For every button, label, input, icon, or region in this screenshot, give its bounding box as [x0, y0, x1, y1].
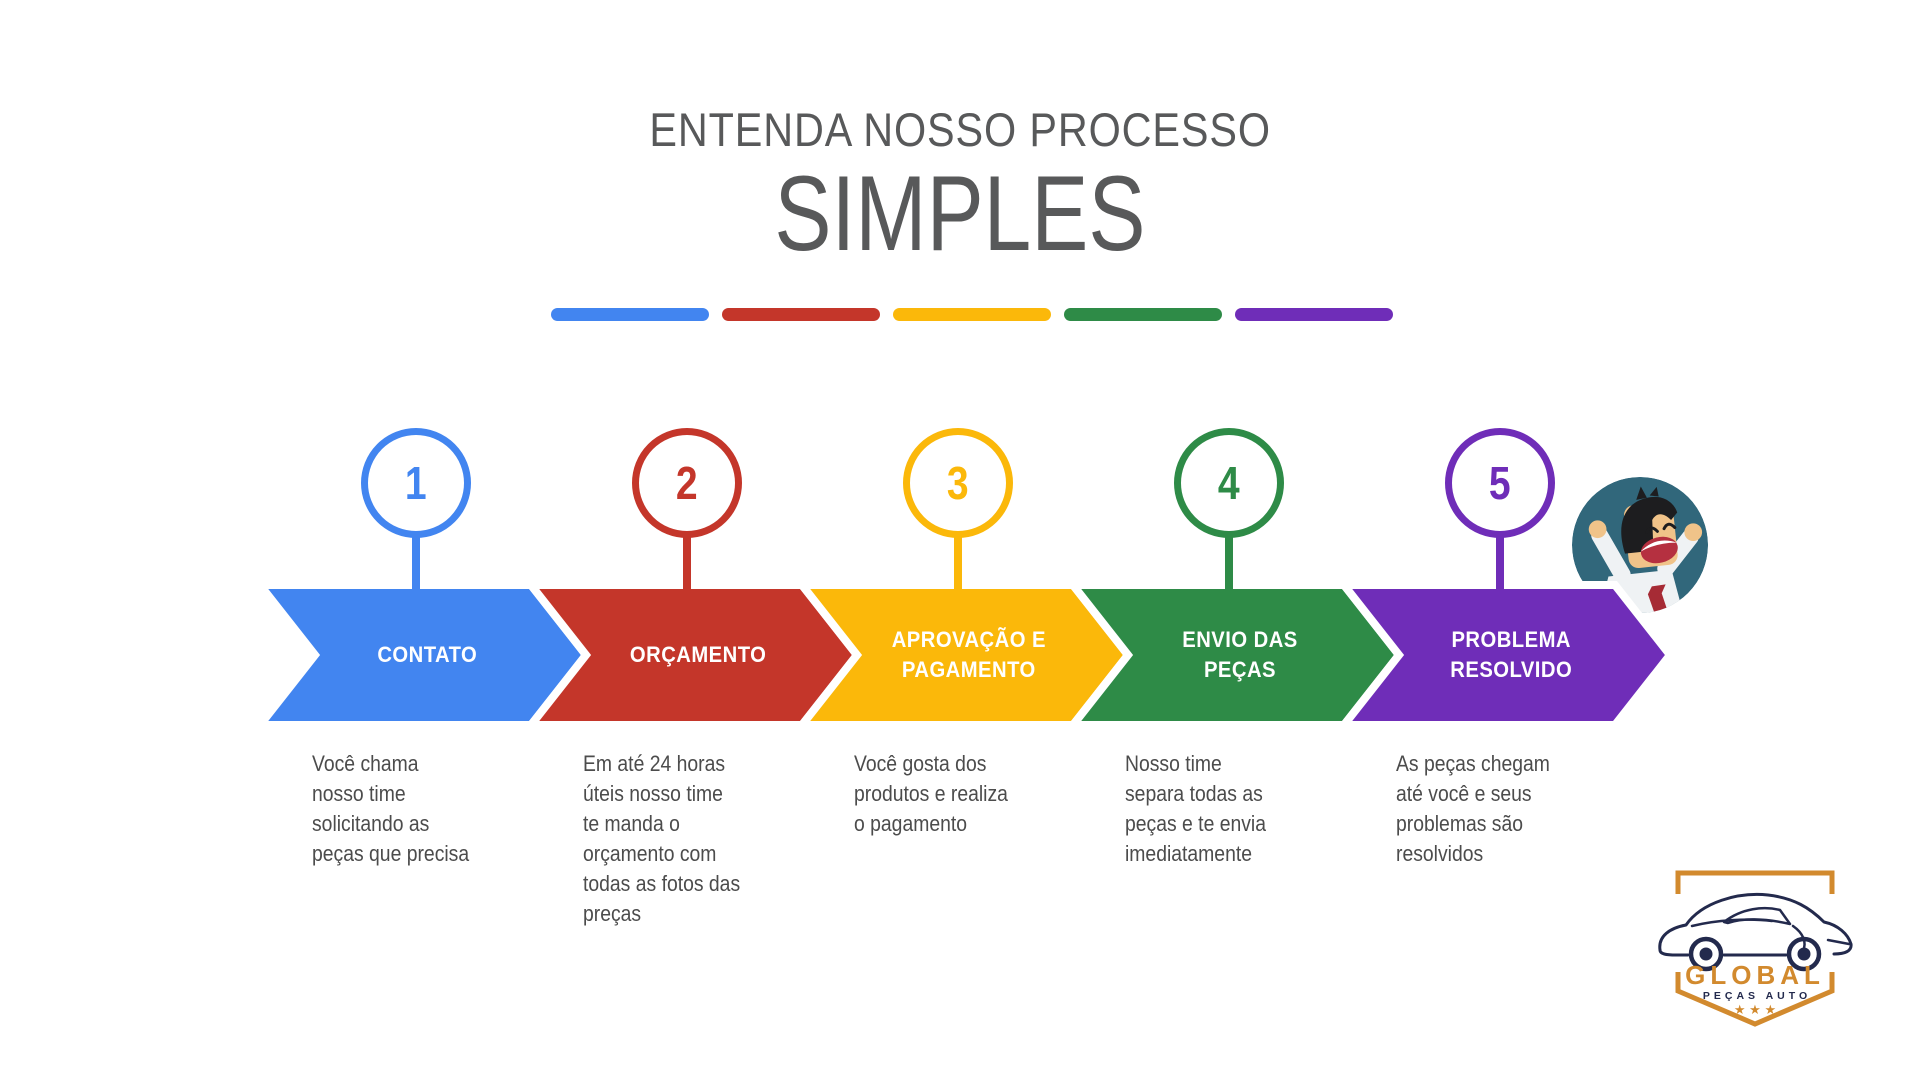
- character-left-eye: [1645, 526, 1659, 534]
- step-3-description: Você gosta dos produtos e realiza o paga…: [854, 751, 1008, 836]
- process-arrow-5: [1335, 581, 1676, 729]
- step-1-number-circle: 1: [361, 428, 471, 538]
- car-rear-lower: [1658, 948, 1690, 957]
- step-1-description: Você chama nosso time solicitando as peç…: [312, 751, 470, 866]
- divider-dash-purple: [1235, 308, 1393, 321]
- step-5-number-circle: 5: [1445, 428, 1555, 538]
- car-rear-wheel: [1688, 936, 1724, 972]
- character-left-hand: [1588, 520, 1607, 539]
- logo-badge-bottom: [1675, 972, 1835, 1027]
- character-mouth: [1640, 536, 1678, 564]
- page-subtitle-text: ENTENDA NOSSO PROCESSO: [649, 103, 1271, 156]
- logo-brand-text: GLOBAL: [1685, 960, 1825, 990]
- step-5-description: As peças chegam até você e seus problema…: [1396, 751, 1550, 866]
- happy-customer-illustration: [1571, 476, 1709, 614]
- divider-dash-green: [1064, 308, 1222, 321]
- step-2-label: ORÇAMENTO: [629, 642, 767, 668]
- character-hair: [1621, 496, 1678, 554]
- page-subtitle: ENTENDA NOSSO PROCESSO: [0, 102, 1920, 157]
- step-4-label: ENVIO DAS PEÇAS: [1182, 627, 1298, 682]
- car-front-accent: [1826, 938, 1851, 946]
- color-divider: [551, 308, 1393, 321]
- step-2-number-circle: 2: [632, 428, 742, 538]
- car-front-wheel: [1786, 936, 1822, 972]
- character-right-hand: [1684, 523, 1703, 542]
- step-1-connector: [412, 534, 420, 589]
- step-2-connector: [683, 534, 691, 589]
- happy-customer-svg: [1571, 476, 1709, 614]
- step-3-connector: [954, 534, 962, 589]
- step-5-label: PROBLEMA RESOLVIDO: [1450, 627, 1572, 682]
- page-title: SIMPLES: [0, 160, 1920, 267]
- car-rear-hub: [1699, 947, 1713, 961]
- step-3-number-circle: 3: [903, 428, 1013, 538]
- company-logo-svg: GLOBAL PEÇAS AUTO ★ ★ ★: [1658, 870, 1853, 1027]
- step-4-description: Nosso time separa todas as peças e te en…: [1125, 751, 1267, 866]
- car-icon: [1658, 892, 1853, 972]
- page-title-text: SIMPLES: [774, 153, 1146, 273]
- character-right-eye: [1662, 522, 1677, 531]
- car-body-outline: [1658, 892, 1853, 956]
- divider-dash-blue: [551, 308, 709, 321]
- company-logo: GLOBAL PEÇAS AUTO ★ ★ ★: [1652, 862, 1857, 1032]
- character-tie: [1647, 584, 1669, 614]
- car-window: [1722, 906, 1792, 926]
- car-beltline: [1690, 918, 1774, 928]
- logo-badge-top: [1675, 870, 1835, 894]
- character-hair-spike: [1636, 486, 1647, 500]
- step-1-label: CONTATO: [377, 642, 477, 668]
- step-4-connector: [1225, 534, 1233, 589]
- car-front-hub: [1797, 947, 1811, 961]
- step-3-label: APROVAÇÃO E PAGAMENTO: [891, 627, 1047, 682]
- character-hair-spike: [1649, 486, 1659, 497]
- logo-stars: ★ ★ ★: [1734, 1002, 1776, 1017]
- process-arrow-band: [252, 581, 1676, 729]
- logo-tagline-text: PEÇAS AUTO: [1703, 990, 1811, 1002]
- divider-dash-yellow: [893, 308, 1051, 321]
- character-left-arm: [1591, 526, 1631, 583]
- step-4-number-circle: 4: [1174, 428, 1284, 538]
- step-5-connector: [1496, 534, 1504, 589]
- step-2-description: Em até 24 horas úteis nosso time te mand…: [583, 751, 741, 926]
- divider-dash-red: [722, 308, 880, 321]
- character-teeth: [1640, 540, 1677, 552]
